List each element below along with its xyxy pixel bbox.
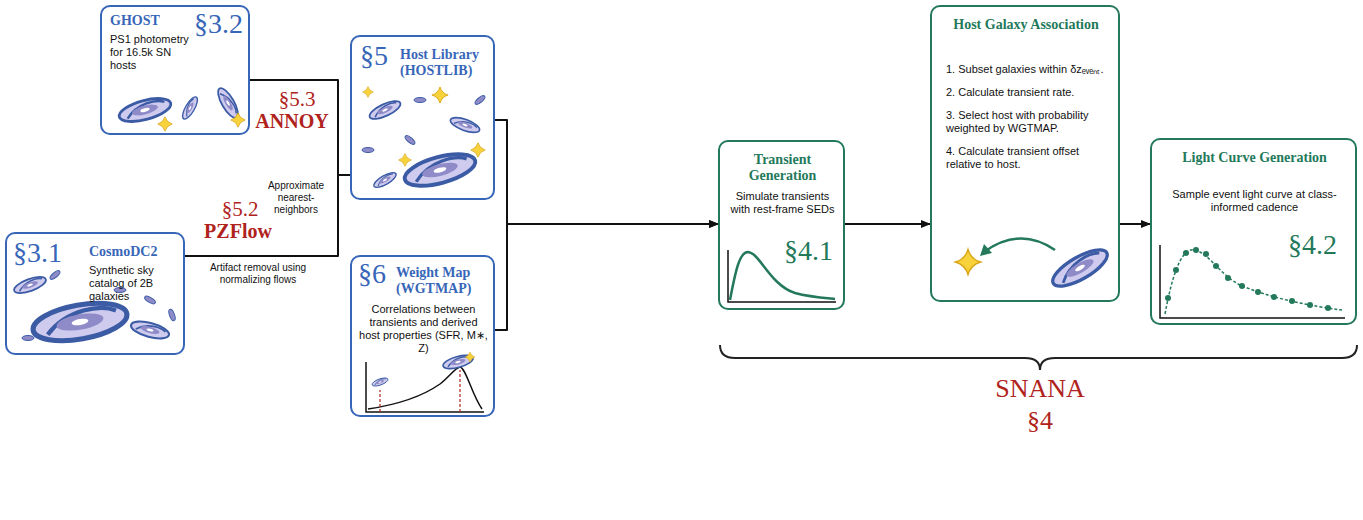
- group-label: SNANA: [940, 374, 1140, 404]
- box-heading: Light Curve Generation: [1158, 150, 1351, 166]
- connector-arrow: [1120, 223, 1150, 225]
- galaxy-art: [362, 87, 486, 192]
- connector-arrow: [185, 175, 350, 256]
- method-label: PZFlow: [186, 220, 290, 243]
- step-item: 3. Select host with probability weighted…: [946, 109, 1110, 135]
- box-heading: GHOST: [110, 13, 200, 29]
- data-box: GHOST PS1 photometry for 16.5k SN hosts§3…: [100, 5, 250, 135]
- box-body: Sample event light curve at class-inform…: [1164, 188, 1345, 214]
- weight-plot: [366, 352, 484, 412]
- process-box: Transient GenerationSimulate transients …: [718, 140, 845, 310]
- section-number: §5: [360, 41, 398, 71]
- connector-arrow: [495, 120, 718, 224]
- section-number: §4.2: [1288, 230, 1348, 260]
- section-label: §5.3: [262, 88, 332, 111]
- method-note: Artifact removal using normalizing flows: [195, 262, 321, 286]
- section-label: §4: [940, 406, 1140, 436]
- offset-art: [955, 238, 1112, 292]
- step-item: 1. Subset galaxies within δzₑᵥₑₙₜ.: [946, 63, 1110, 76]
- brace: [720, 345, 1357, 370]
- method-label: ANNOY: [250, 110, 334, 133]
- step-item: 4. Calculate transient offset relative t…: [946, 145, 1110, 171]
- box-body: Simulate transients with rest-frame SEDs: [726, 190, 839, 216]
- connector-arrow: [250, 80, 350, 175]
- step-item: 2. Calculate transient rate.: [946, 86, 1110, 99]
- box-body: PS1 photometry for 16.5k SN hosts: [110, 33, 196, 72]
- section-label: §5.2: [200, 198, 280, 221]
- box-heading: Host Library (HOSTLIB): [400, 47, 492, 79]
- box-heading: Weight Map (WGTMAP): [396, 265, 492, 297]
- box-heading: CosmoDC2: [89, 244, 183, 260]
- process-box: Host Galaxy Association 1. Subset galaxie…: [930, 5, 1120, 302]
- section-number: §4.1: [784, 236, 840, 266]
- section-number: §6: [358, 259, 396, 289]
- method-note: Approximate nearest-neighbors: [258, 180, 334, 216]
- connector-arrow: [845, 223, 930, 225]
- galaxy-art: [117, 85, 245, 131]
- box-heading: Transient Generation: [724, 152, 841, 184]
- box-body: Synthetic sky catalog of 2B galaxies: [89, 264, 183, 303]
- section-number: §3.2: [194, 9, 248, 39]
- data-box: §3.1 CosmoDC2Synthetic sky catalog of 2B …: [5, 232, 185, 355]
- process-box: Light Curve GenerationSample event light…: [1150, 138, 1357, 325]
- section-number: §3.1: [13, 238, 83, 268]
- data-box: §5Host Library (HOSTLIB): [350, 35, 495, 200]
- box-body: Correlations between transients and deri…: [358, 303, 489, 355]
- box-heading: Host Galaxy Association: [936, 17, 1116, 33]
- connector-arrow: [495, 224, 718, 330]
- data-box: §6Weight Map (WGTMAP) Correlations betwee…: [350, 255, 495, 417]
